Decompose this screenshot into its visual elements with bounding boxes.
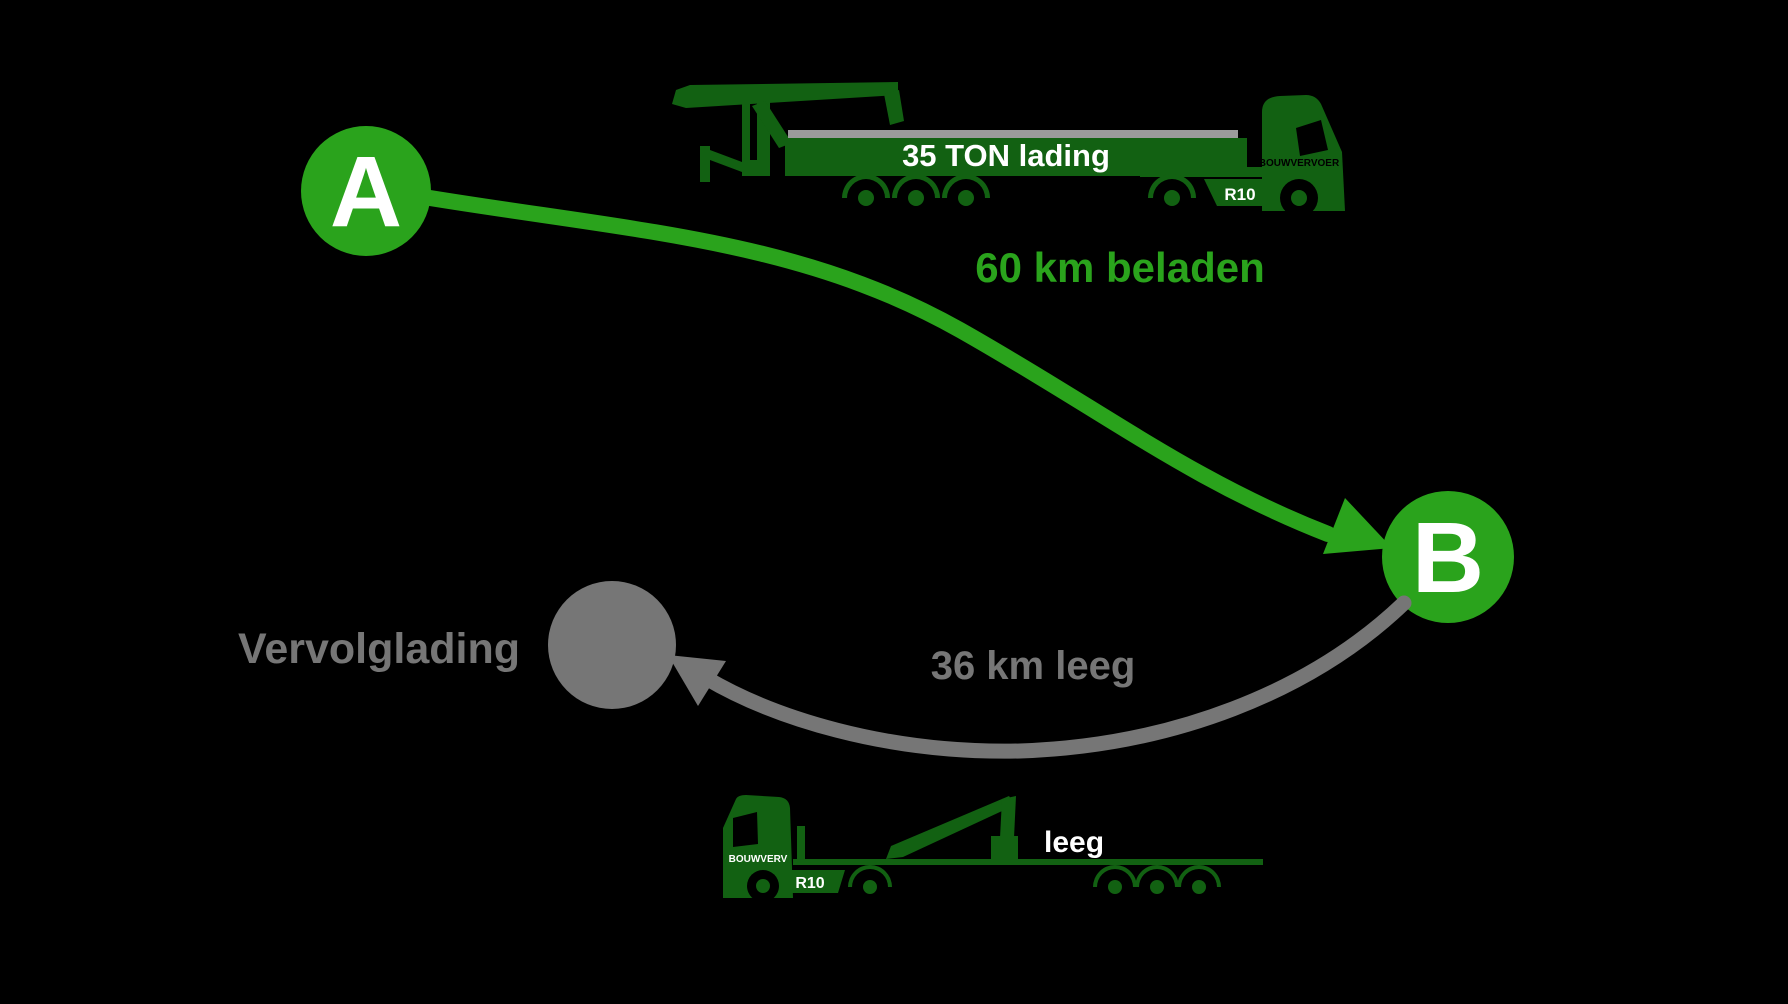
tractor-chassis xyxy=(1140,167,1340,177)
route-loaded-label: 60 km beladen xyxy=(975,244,1264,291)
cargo-label: 35 TON lading xyxy=(902,138,1110,173)
node-a-circle xyxy=(301,126,431,256)
trailer-top-edge xyxy=(788,130,1238,139)
crane-brace xyxy=(710,150,742,172)
node-followup: Vervolglading xyxy=(238,581,676,709)
node-b: B xyxy=(1382,491,1514,623)
node-followup-label: Vervolglading xyxy=(238,625,520,673)
wheel-hub xyxy=(958,190,974,206)
crane-hook xyxy=(884,90,904,125)
crane-boom xyxy=(672,82,898,108)
node-b-label: B xyxy=(1412,502,1484,614)
wheel-hub xyxy=(1192,880,1206,894)
brand-label: BOUWVERVOER xyxy=(1259,158,1340,169)
route-empty-curve xyxy=(698,595,1412,759)
node-a-label: A xyxy=(330,136,402,248)
cab-window xyxy=(1296,120,1328,156)
empty-truck: BOUWVERV R10 leeg xyxy=(723,795,1263,905)
node-followup-circle xyxy=(548,581,676,709)
route-loaded-curve xyxy=(422,190,1336,542)
crane-mast-slot xyxy=(750,100,757,160)
wheel-hub xyxy=(858,190,874,206)
node-a: A xyxy=(301,126,431,256)
wheel-hub xyxy=(1291,190,1307,206)
flatbed-deck xyxy=(793,859,1263,865)
plate-label: R10 xyxy=(795,875,824,892)
node-b-circle xyxy=(1382,491,1514,623)
folded-crane-base xyxy=(991,836,1018,861)
plate-box xyxy=(1204,179,1272,206)
folded-crane-arm xyxy=(1000,796,1016,838)
wheel-hub xyxy=(1164,190,1180,206)
loaded-truck: 35 TON lading R10 BOUWVERVOER xyxy=(672,82,1345,217)
wheel-hub xyxy=(1150,880,1164,894)
cab-window xyxy=(733,812,758,847)
route-empty-label: 36 km leeg xyxy=(931,644,1136,688)
wheel-hub xyxy=(863,880,877,894)
crane-outrigger xyxy=(700,146,710,182)
wheel-hub xyxy=(756,879,770,893)
plate-label: R10 xyxy=(1224,185,1255,204)
crane-strut xyxy=(752,101,792,148)
wheel-hub xyxy=(908,190,924,206)
folded-crane-boom xyxy=(886,796,1015,859)
headboard-post xyxy=(797,826,805,862)
route-empty-arrowhead xyxy=(668,655,726,706)
route-loaded-arrowhead xyxy=(1323,498,1392,554)
brand-label: BOUWVERV xyxy=(729,854,788,865)
wheels xyxy=(842,174,1318,217)
cargo-label: leeg xyxy=(1044,826,1104,859)
plate-box xyxy=(781,870,845,893)
wheel-hub xyxy=(1108,880,1122,894)
wheels xyxy=(747,865,1221,905)
